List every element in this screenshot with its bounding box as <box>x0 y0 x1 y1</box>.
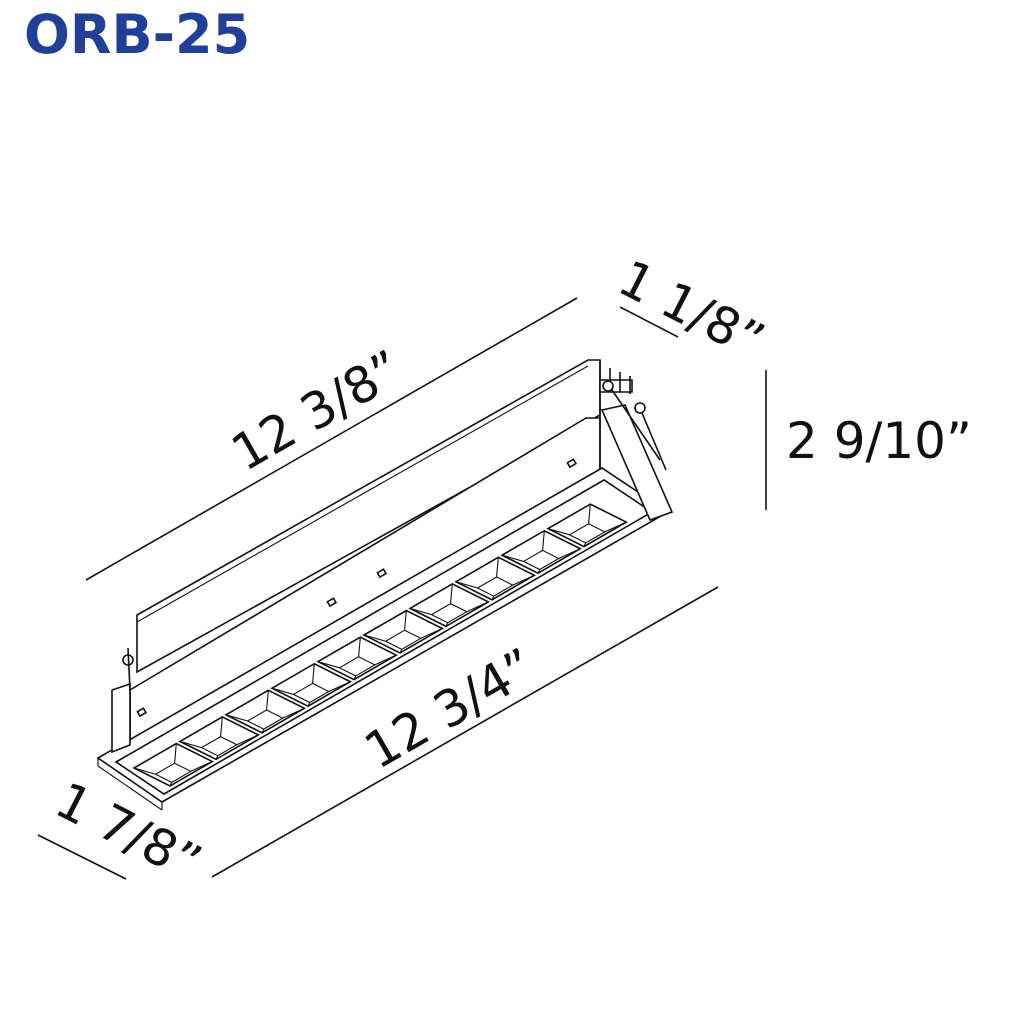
fixture-housing <box>129 359 601 745</box>
cell-facet <box>374 654 397 666</box>
cell-facet <box>542 530 545 551</box>
product-title: ORB-25 <box>24 3 251 66</box>
slot-mark <box>326 597 338 608</box>
reflector-cell <box>362 609 445 654</box>
cell-facet <box>604 521 627 533</box>
cell-facet <box>409 607 432 616</box>
clip-bracket <box>600 404 674 522</box>
reflector-cell <box>408 583 491 628</box>
reflector-cell <box>270 662 353 708</box>
dim-line-width-top <box>619 306 679 338</box>
cell-facet <box>225 714 248 722</box>
reflector-cell <box>316 636 399 681</box>
cell-facet <box>399 649 403 654</box>
clip-wire <box>127 647 131 691</box>
slot-mark <box>136 707 148 718</box>
clip-spring <box>602 380 614 392</box>
cell-facet <box>317 661 340 669</box>
cell-facet <box>236 734 259 746</box>
dim-line-length-bottom <box>211 586 719 878</box>
cell-facet <box>547 528 570 536</box>
cell-facet <box>328 681 351 693</box>
cell-facet <box>261 728 265 734</box>
reflector-cell <box>546 503 629 548</box>
cell-facet <box>190 761 213 772</box>
cell-facet <box>179 740 202 749</box>
cell-facet <box>174 743 177 764</box>
cell-facet <box>491 595 495 601</box>
cell-facet <box>558 548 581 560</box>
cell-facet <box>282 707 305 719</box>
reflector-cell <box>224 689 307 734</box>
clip-spring <box>634 402 646 414</box>
clip-wire <box>611 389 661 461</box>
spring-clip-left <box>111 647 134 754</box>
cell-facet <box>271 687 294 695</box>
trim-lip <box>97 765 163 811</box>
cell-facet <box>583 542 587 547</box>
cell-facet <box>450 583 453 604</box>
cell-facet <box>353 675 357 680</box>
slot-mark <box>566 458 578 469</box>
reflector-cell <box>454 556 537 601</box>
clip-bracket <box>111 682 131 754</box>
cell-facet <box>307 702 311 707</box>
housing-top-edge <box>136 365 589 623</box>
cell-facet <box>169 782 173 787</box>
cell-facet <box>496 557 499 578</box>
clip-wire <box>641 412 667 471</box>
reflector-cell <box>178 716 261 761</box>
cell-facet <box>220 716 223 737</box>
cell-facet <box>445 622 449 627</box>
cell-facet <box>266 690 269 711</box>
reflector-cell <box>500 529 583 575</box>
cell-facet <box>312 663 315 684</box>
reflector-cell <box>132 742 215 787</box>
cell-facet <box>358 637 361 657</box>
dim-line-width-bottom <box>37 834 127 880</box>
cell-facet <box>404 610 407 631</box>
dim-line-length-top <box>85 297 578 581</box>
cell-facet <box>466 601 489 613</box>
cell-facet <box>512 574 535 586</box>
spring-clip-right <box>599 368 674 522</box>
reflector-cells <box>132 503 629 787</box>
cell-facet <box>588 504 591 524</box>
dim-label-length-top: 12 3/8” <box>222 339 412 482</box>
cell-facet <box>455 581 478 589</box>
slot-mark <box>376 568 388 579</box>
cell-facet <box>363 634 386 642</box>
cell-facet <box>133 767 156 775</box>
cell-facet <box>537 569 541 574</box>
cell-facet <box>501 554 524 562</box>
dim-label-width-top: 1 1/8” <box>610 249 774 371</box>
dimension-lines <box>37 297 767 880</box>
cell-facet <box>420 628 443 639</box>
dim-label-height: 2 9/10” <box>786 412 972 470</box>
cell-facet <box>215 755 219 760</box>
